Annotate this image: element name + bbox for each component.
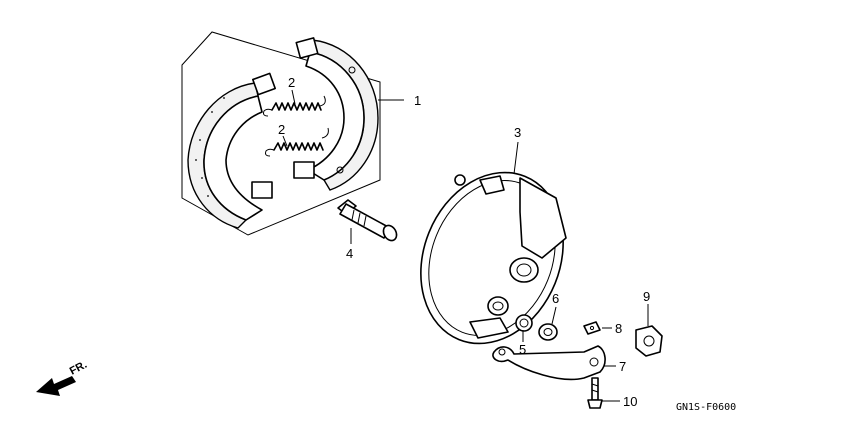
- brake-cam: [337, 199, 398, 242]
- figure-code: GN1S-F0600: [676, 402, 736, 413]
- callout-7: 7: [619, 359, 626, 374]
- axle-nut: [635, 325, 663, 357]
- small-clip: [583, 321, 601, 335]
- callout-9: 9: [643, 289, 650, 304]
- callout-10: 10: [623, 394, 637, 409]
- callout-2-upper: 2: [288, 75, 295, 90]
- brake-arm: [492, 345, 606, 381]
- wear-indicator: [538, 323, 558, 341]
- dust-seal: [515, 314, 533, 332]
- callout-2-lower: 2: [278, 122, 285, 137]
- pinch-bolt: [587, 377, 603, 409]
- brake-panel: [420, 171, 567, 345]
- callout-8: 8: [615, 321, 622, 336]
- callout-4: 4: [346, 246, 353, 261]
- callout-6: 6: [552, 291, 559, 306]
- callout-1: 1: [414, 93, 421, 108]
- front-direction-arrow: FR.: [36, 359, 89, 396]
- brake-shoe-right: [293, 37, 379, 191]
- brake-shoe-left: [187, 72, 276, 229]
- callout-3: 3: [514, 125, 521, 140]
- leader-lines: [282, 89, 649, 402]
- shoe-group-frame: [181, 31, 381, 236]
- spring-lower: [265, 127, 329, 157]
- direction-label: FR.: [68, 359, 89, 378]
- callout-5: 5: [519, 342, 526, 357]
- spring-upper: [263, 95, 326, 117]
